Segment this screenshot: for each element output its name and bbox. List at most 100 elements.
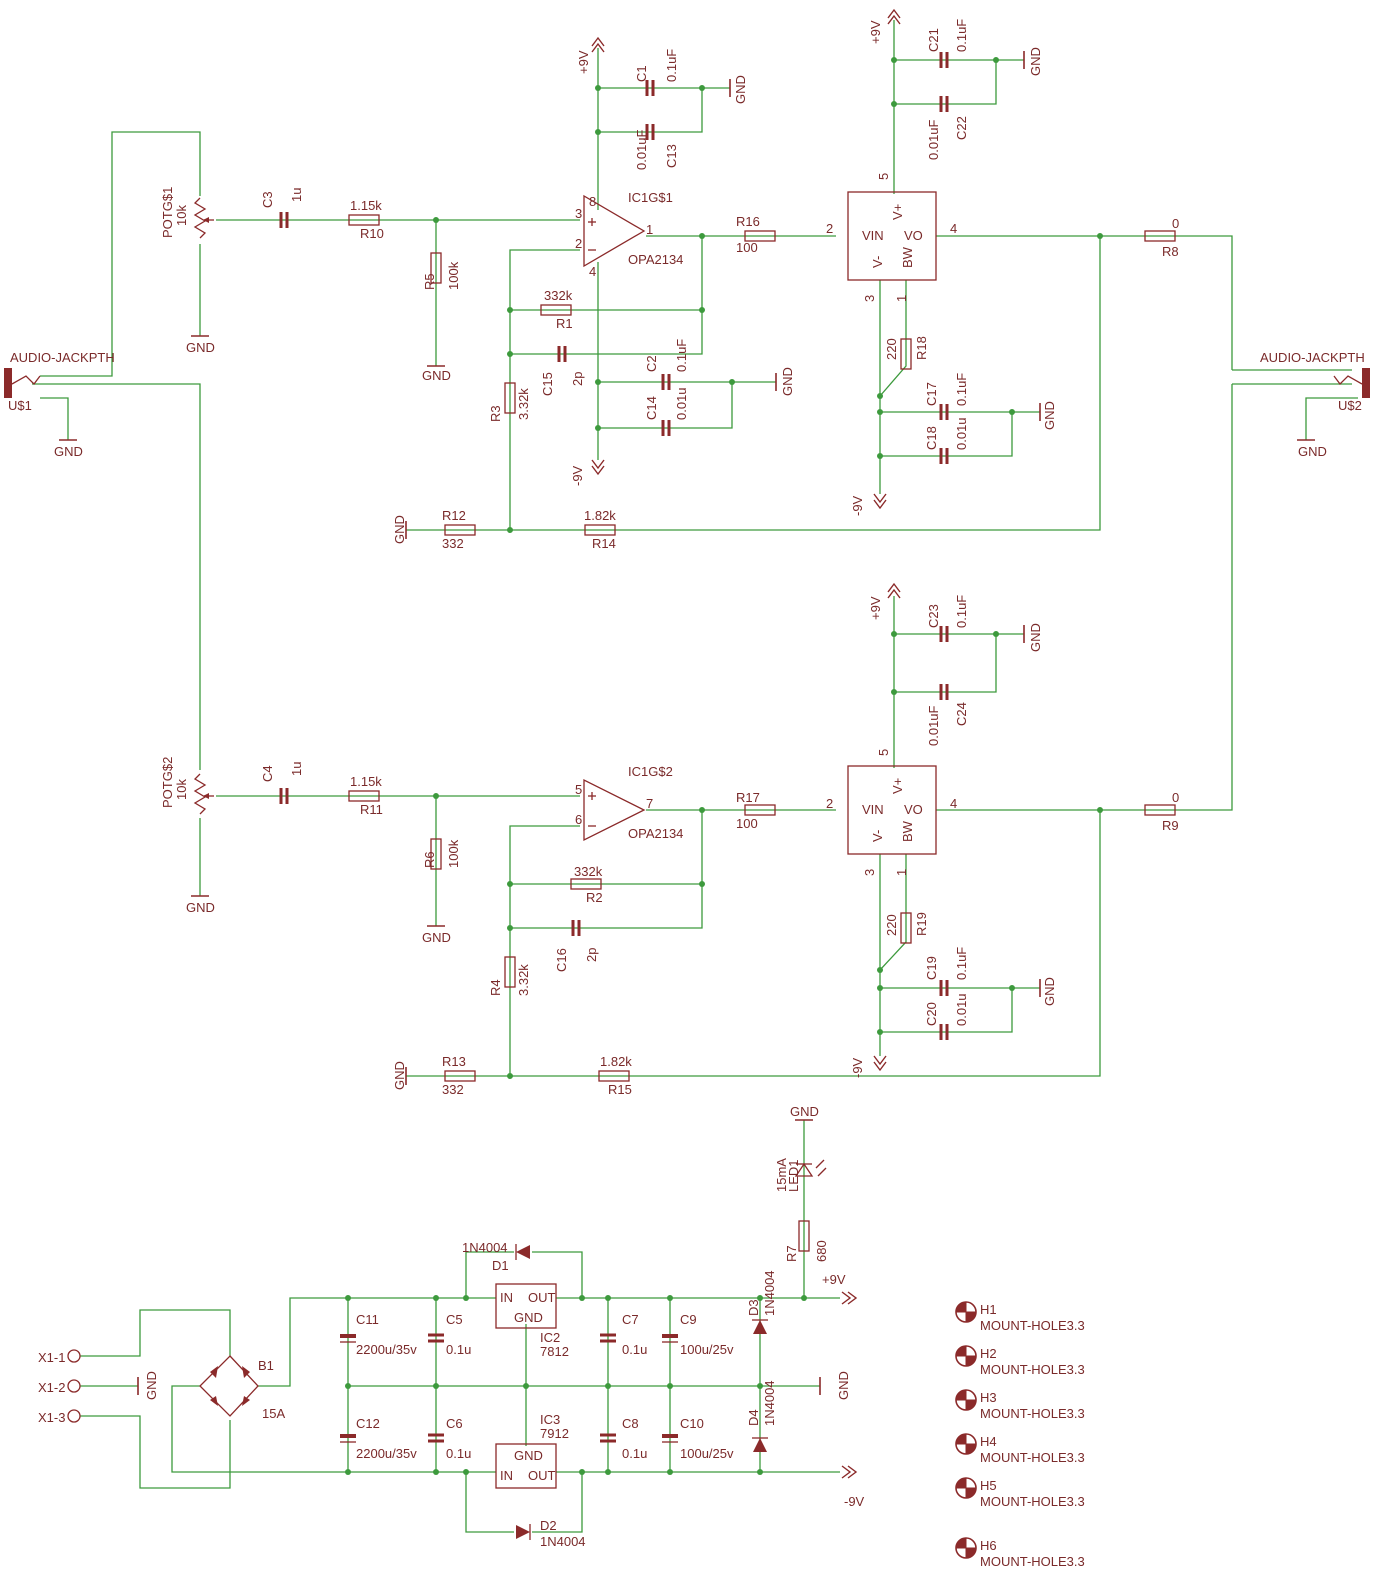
led-indicator — [794, 1159, 827, 1177]
schematic-label: C16 — [554, 948, 569, 972]
schematic-label: R2 — [586, 890, 603, 905]
schematic-label: IN — [500, 1290, 513, 1305]
schematic-label: 1.82k — [600, 1054, 632, 1069]
schematic-label: LED1 — [786, 1159, 801, 1192]
schematic-label: R10 — [360, 226, 384, 241]
schematic-label: R8 — [1162, 244, 1179, 259]
schematic-label: 4 — [950, 221, 957, 236]
schematic-label: 100 — [736, 816, 758, 831]
schematic-label: 2200u/35v — [356, 1446, 417, 1461]
schematic-label: 100u/25v — [680, 1342, 734, 1357]
schematic-label: R12 — [442, 508, 466, 523]
schematic-label: MOUNT-HOLE3.3 — [980, 1318, 1085, 1333]
schematic-label: 0.01u — [674, 387, 689, 420]
schematic-label: 2 — [826, 796, 833, 811]
schematic-label: IC1G$2 — [628, 764, 673, 779]
schematic-label: R3 — [488, 405, 503, 422]
schematic-label: +9V — [576, 50, 591, 74]
schematic-label: X1-2 — [38, 1380, 65, 1395]
schematic-label: V+ — [890, 778, 905, 794]
schematic-label: 5 — [575, 782, 582, 797]
schematic-label: 1N4004 — [762, 1270, 777, 1316]
terminal-x1-1 — [67, 1349, 81, 1363]
schematic-label: C11 — [356, 1312, 379, 1327]
schematic-label: -9V — [850, 495, 865, 516]
schematic-label: R18 — [914, 336, 929, 360]
schematic-label: 100k — [446, 261, 461, 290]
schematic-label: C7 — [622, 1312, 639, 1327]
mount-hole-h5 — [955, 1477, 977, 1499]
schematic-label: MOUNT-HOLE3.3 — [980, 1406, 1085, 1421]
schematic-label: 1.15k — [350, 198, 382, 213]
schematic-label: C15 — [540, 372, 555, 396]
schematic-label: 0.1u — [446, 1446, 471, 1461]
schematic-label: C2 — [644, 355, 659, 372]
schematic-label: R16 — [736, 214, 760, 229]
schematic-label: 15mA — [774, 1158, 789, 1192]
schematic-label: C13 — [664, 144, 679, 168]
schematic-label: GND — [1028, 623, 1043, 652]
schematic-label: 5 — [876, 749, 891, 756]
schematic-label: MOUNT-HOLE3.3 — [980, 1494, 1085, 1509]
schematic-label: GND — [422, 368, 451, 383]
schematic-label: C21 — [926, 28, 941, 52]
schematic-label: R13 — [442, 1054, 466, 1069]
schematic-label: C14 — [644, 396, 659, 420]
schematic-label: C22 — [954, 116, 969, 140]
schematic-label: 332 — [442, 536, 464, 551]
schematic-label: V- — [870, 256, 885, 268]
schematic-label: GND — [392, 1061, 407, 1090]
schematic-label: 0.01uF — [926, 705, 941, 746]
schematic-label: H2 — [980, 1346, 997, 1361]
schematic-label: U$2 — [1338, 398, 1362, 413]
schematic-label: H5 — [980, 1478, 997, 1493]
schematic-label: 15A — [262, 1406, 285, 1421]
schematic-label: VO — [904, 802, 923, 817]
schematic-label: R11 — [360, 802, 383, 817]
schematic-label: POTG$2 — [160, 757, 175, 808]
schematic-label: 8 — [589, 194, 596, 209]
schematic-label: GND — [1042, 401, 1057, 430]
schematic-label: 0.1uF — [954, 595, 969, 628]
schematic-label: B1 — [258, 1358, 274, 1373]
schematic-label: H3 — [980, 1390, 997, 1405]
schematic-label: 10k — [174, 205, 189, 226]
schematic-label: 1 — [894, 295, 909, 302]
schematic-label: C10 — [680, 1416, 704, 1431]
schematic-label: 7812 — [540, 1344, 569, 1359]
schematic-label: GND — [1028, 47, 1043, 76]
schematic-label: AUDIO-JACKPTH — [10, 350, 115, 365]
schematic-label: BW — [900, 246, 915, 268]
schematic-label: 0.1uF — [954, 947, 969, 980]
schematic-label: GND — [733, 75, 748, 104]
schematic-label: 2p — [584, 948, 599, 962]
schematic-label: X1-3 — [38, 1410, 65, 1425]
schematic-label: VIN — [862, 228, 884, 243]
potentiometer-2 — [194, 773, 215, 815]
terminal-x1-2 — [67, 1379, 81, 1393]
schematic-label: +9V — [868, 20, 883, 44]
schematic-label: OUT — [528, 1468, 556, 1483]
schematic-label: 0.1uF — [954, 373, 969, 406]
schematic-label: GND — [790, 1104, 819, 1119]
schematic-label: R7 — [784, 1245, 799, 1262]
schematic-label: 100k — [446, 839, 461, 868]
schematic-label: OPA2134 — [628, 826, 683, 841]
schematic-label: 4 — [589, 264, 596, 279]
schematic-label: R1 — [556, 316, 573, 331]
schematic-label: 0.1uF — [954, 19, 969, 52]
schematic-label: H4 — [980, 1434, 997, 1449]
schematic-label: MOUNT-HOLE3.3 — [980, 1554, 1085, 1569]
schematic-label: 7912 — [540, 1426, 569, 1441]
schematic-label: GND — [780, 367, 795, 396]
schematic-label: U$1 — [8, 398, 32, 413]
schematic-label: GND — [1298, 444, 1327, 459]
schematic-label: 3 — [575, 206, 582, 221]
schematic-label: 3 — [862, 295, 877, 302]
schematic-label: H1 — [980, 1302, 997, 1317]
schematic-label: D4 — [746, 1409, 761, 1426]
electrolytic-caps — [340, 1334, 678, 1443]
schematic-label: 1 — [894, 869, 909, 876]
component-labels: AUDIO-JACKPTHU$1GNDAUDIO-JACKPTHU$2GNDPO… — [8, 19, 1365, 1569]
